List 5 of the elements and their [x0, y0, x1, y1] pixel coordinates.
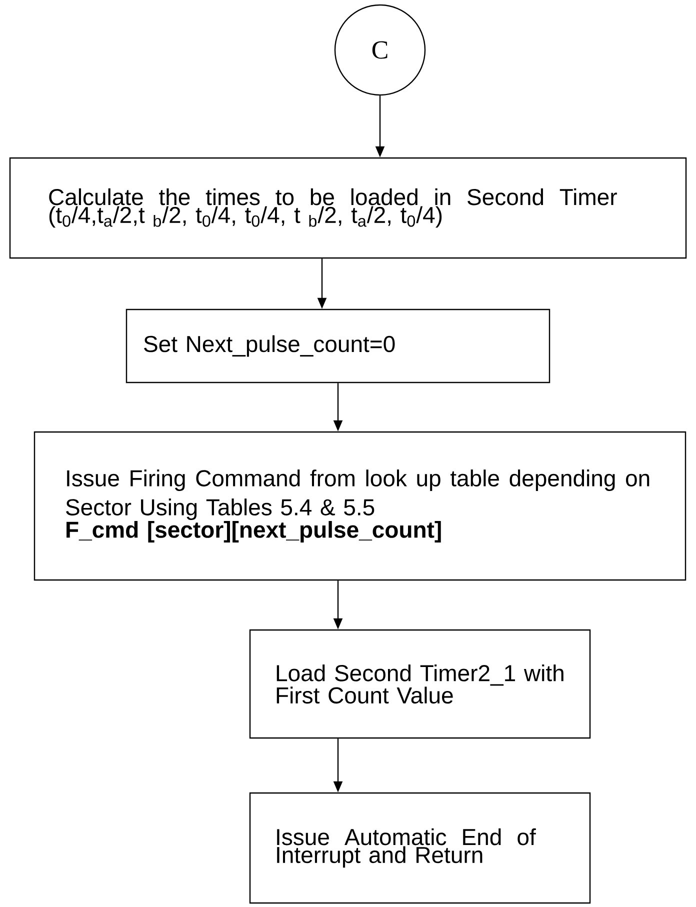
- process-box: Issue Firing Command from look up table depending on Sector Using Tables 5.4 & 5.5 F_cmd [sector][next_pulse_count]: [34, 431, 686, 581]
- process-box: Load Second Timer2_1 with First Count Value: [249, 629, 591, 739]
- process-box: Calculate the times to be loaded in Second Timer (t$_{0}$/4,t$_{a}$/2,t $_{b}$/2, t$_{0}$/4, t$_{0}$/4, t $_{b}$/2, t$_{a}$/2, t$_{0}$/4): [9, 157, 687, 259]
- process-box: Issue Automatic End of Interrupt and Return: [249, 792, 591, 904]
- process-box: Set Next_pulse_count=0: [126, 308, 550, 384]
